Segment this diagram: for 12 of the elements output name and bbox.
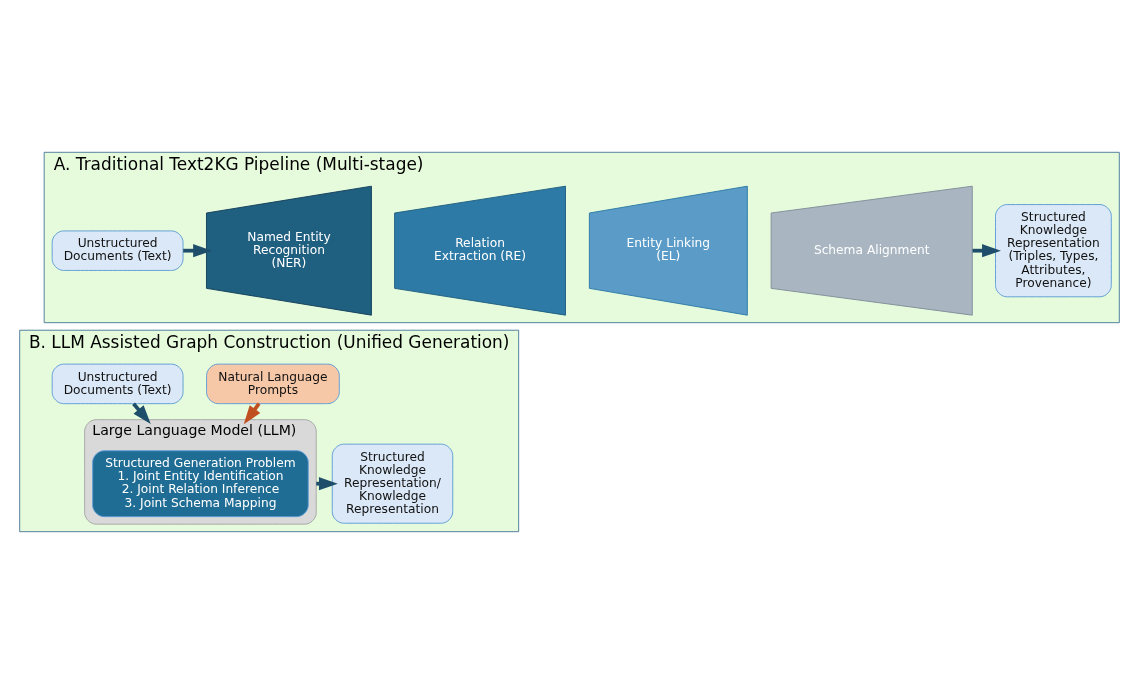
node-box: Structured Generation Problem 1. Joint Entity Identification 2. Joint Relation Inference 3. Joint Schema Mapping [92, 450, 309, 518]
node-box: Entity Linking (EL) [588, 185, 748, 316]
node-box: Named Entity Recognition (NER) [206, 185, 372, 316]
arrow [972, 244, 1001, 258]
node-box: Unstructured Documents (Text) [51, 363, 184, 405]
node-box: Structured Knowledge Representation/ Knowledge Representation [331, 443, 454, 524]
node-box: Schema Alignment [770, 185, 973, 316]
node-box: Structured Knowledge Representation (Triples, Types, Attributes, Provenance) [995, 204, 1112, 298]
node-box: Natural Language Prompts [206, 363, 340, 405]
node-box: Unstructured Documents (Text) [51, 230, 184, 271]
node-box: Relation Extraction (RE) [394, 185, 566, 316]
arrow [183, 244, 213, 258]
